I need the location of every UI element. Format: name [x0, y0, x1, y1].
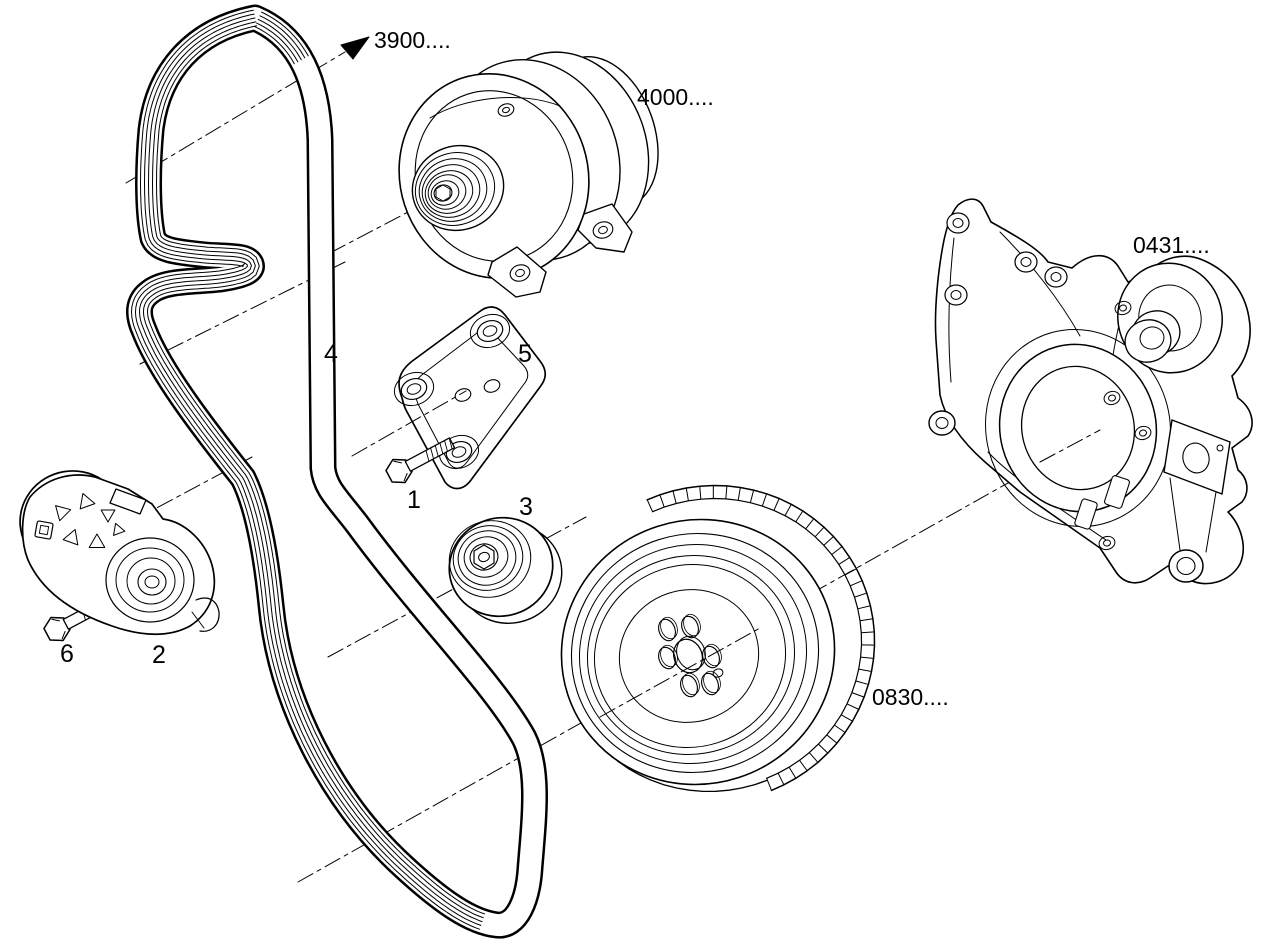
callout-6-bolt[interactable]: 6 — [60, 640, 74, 668]
bolt-1-part — [385, 437, 456, 484]
idler-pulley-part — [448, 516, 563, 624]
phantom-overlays — [351, 390, 1101, 718]
alternator-part — [398, 51, 659, 298]
part-ref-0431[interactable]: 0431.... — [1133, 232, 1210, 258]
part-ref-0830[interactable]: 0830.... — [872, 684, 949, 710]
diagram-labels: 3900.... 4000.... 0431.... 0830.... 1 2 … — [60, 27, 1210, 710]
part-ref-3900[interactable]: 3900.... — [374, 27, 451, 53]
part-ref-4000[interactable]: 4000.... — [637, 84, 714, 110]
callout-4-ribbed-belt[interactable]: 4 — [324, 340, 338, 368]
callout-3-idler-pulley[interactable]: 3 — [519, 493, 533, 521]
callout-1-bolt[interactable]: 1 — [407, 486, 421, 514]
callout-2-tensioner[interactable]: 2 — [152, 641, 166, 669]
timing-cover-part — [928, 198, 1253, 585]
diagram-artwork — [19, 4, 1253, 939]
tensioner-part — [19, 470, 220, 636]
crankshaft-pulley-part — [560, 484, 876, 793]
ribbed-belt-part — [126, 4, 548, 939]
callout-5-bracket[interactable]: 5 — [518, 340, 532, 368]
rotation-arrow-icon — [340, 36, 370, 60]
